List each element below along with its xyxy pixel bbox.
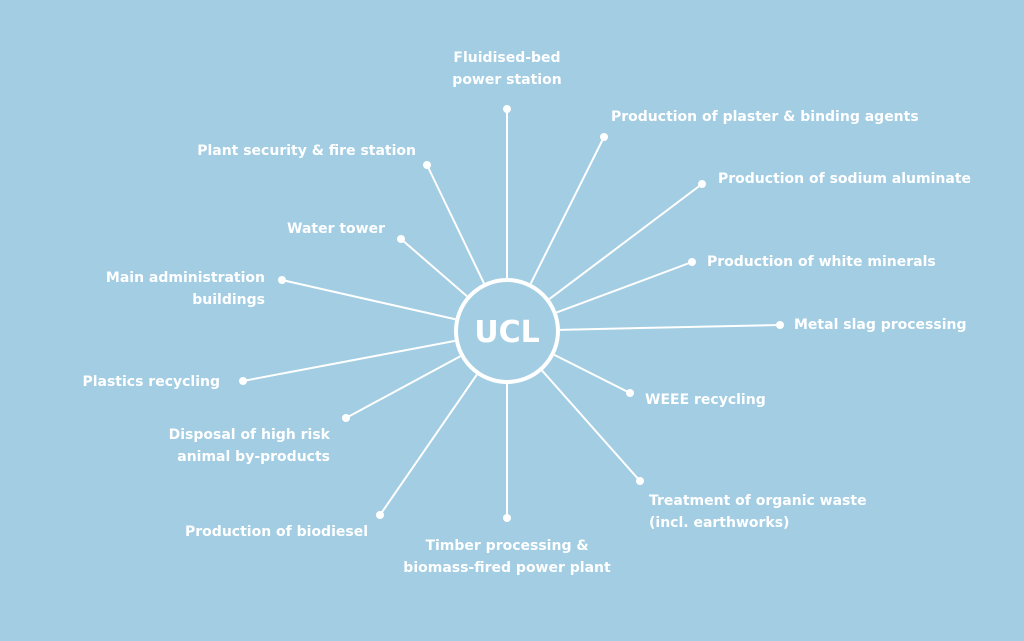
hub-circle <box>454 278 560 384</box>
endpoint-dot-water-tower <box>397 235 405 243</box>
label-white-minerals: Production of white minerals <box>707 254 936 270</box>
endpoint-dot-biodiesel <box>376 511 384 519</box>
spoke-organic-waste <box>541 369 641 482</box>
label-sodium-aluminate: Production of sodium aluminate <box>718 171 972 187</box>
label-animal-byproducts: Disposal of high risk animal by-products <box>168 427 330 465</box>
label-plaster: Production of plaster & binding agents <box>611 109 919 125</box>
label-plant-security: Plant security & fire station <box>197 143 416 159</box>
label-weee: WEEE recycling <box>645 392 766 408</box>
spoke-sodium-aluminate <box>548 183 703 300</box>
label-plastics: Plastics recycling <box>82 374 220 390</box>
spoke-plaster <box>529 136 605 285</box>
spoke-biodiesel <box>379 374 478 516</box>
label-fluidised-bed: Fluidised-bed power station <box>452 50 562 88</box>
endpoint-dot-timber <box>503 514 511 522</box>
endpoint-dot-weee <box>626 389 634 397</box>
spoke-weee <box>553 353 631 394</box>
endpoint-dot-plastics <box>239 377 247 385</box>
label-organic-waste: Treatment of organic waste (incl. earthw… <box>649 493 867 531</box>
label-timber: Timber processing & biomass-fired power … <box>403 538 611 576</box>
spoke-plant-security <box>426 164 485 284</box>
spoke-admin <box>281 279 456 321</box>
label-admin: Main administration buildings <box>105 270 265 308</box>
endpoint-dot-admin <box>278 276 286 284</box>
spoke-water-tower <box>400 238 468 298</box>
endpoint-dot-metal-slag <box>776 321 784 329</box>
spoke-metal-slag <box>559 324 781 331</box>
endpoint-dot-organic-waste <box>636 477 644 485</box>
endpoint-dot-sodium-aluminate <box>698 180 706 188</box>
label-biodiesel: Production of biodiesel <box>185 524 368 540</box>
spoke-plastics <box>242 339 456 382</box>
label-water-tower: Water tower <box>287 221 385 237</box>
endpoint-dot-white-minerals <box>688 258 696 266</box>
endpoint-dot-plaster <box>600 133 608 141</box>
endpoint-dot-animal-byproducts <box>342 414 350 422</box>
hub-label: UCL <box>474 314 540 350</box>
label-metal-slag: Metal slag processing <box>794 317 967 333</box>
spoke-white-minerals <box>556 261 693 314</box>
endpoint-dot-plant-security <box>423 161 431 169</box>
spoke-animal-byproducts <box>345 355 461 419</box>
endpoint-dot-fluidised-bed <box>503 105 511 113</box>
